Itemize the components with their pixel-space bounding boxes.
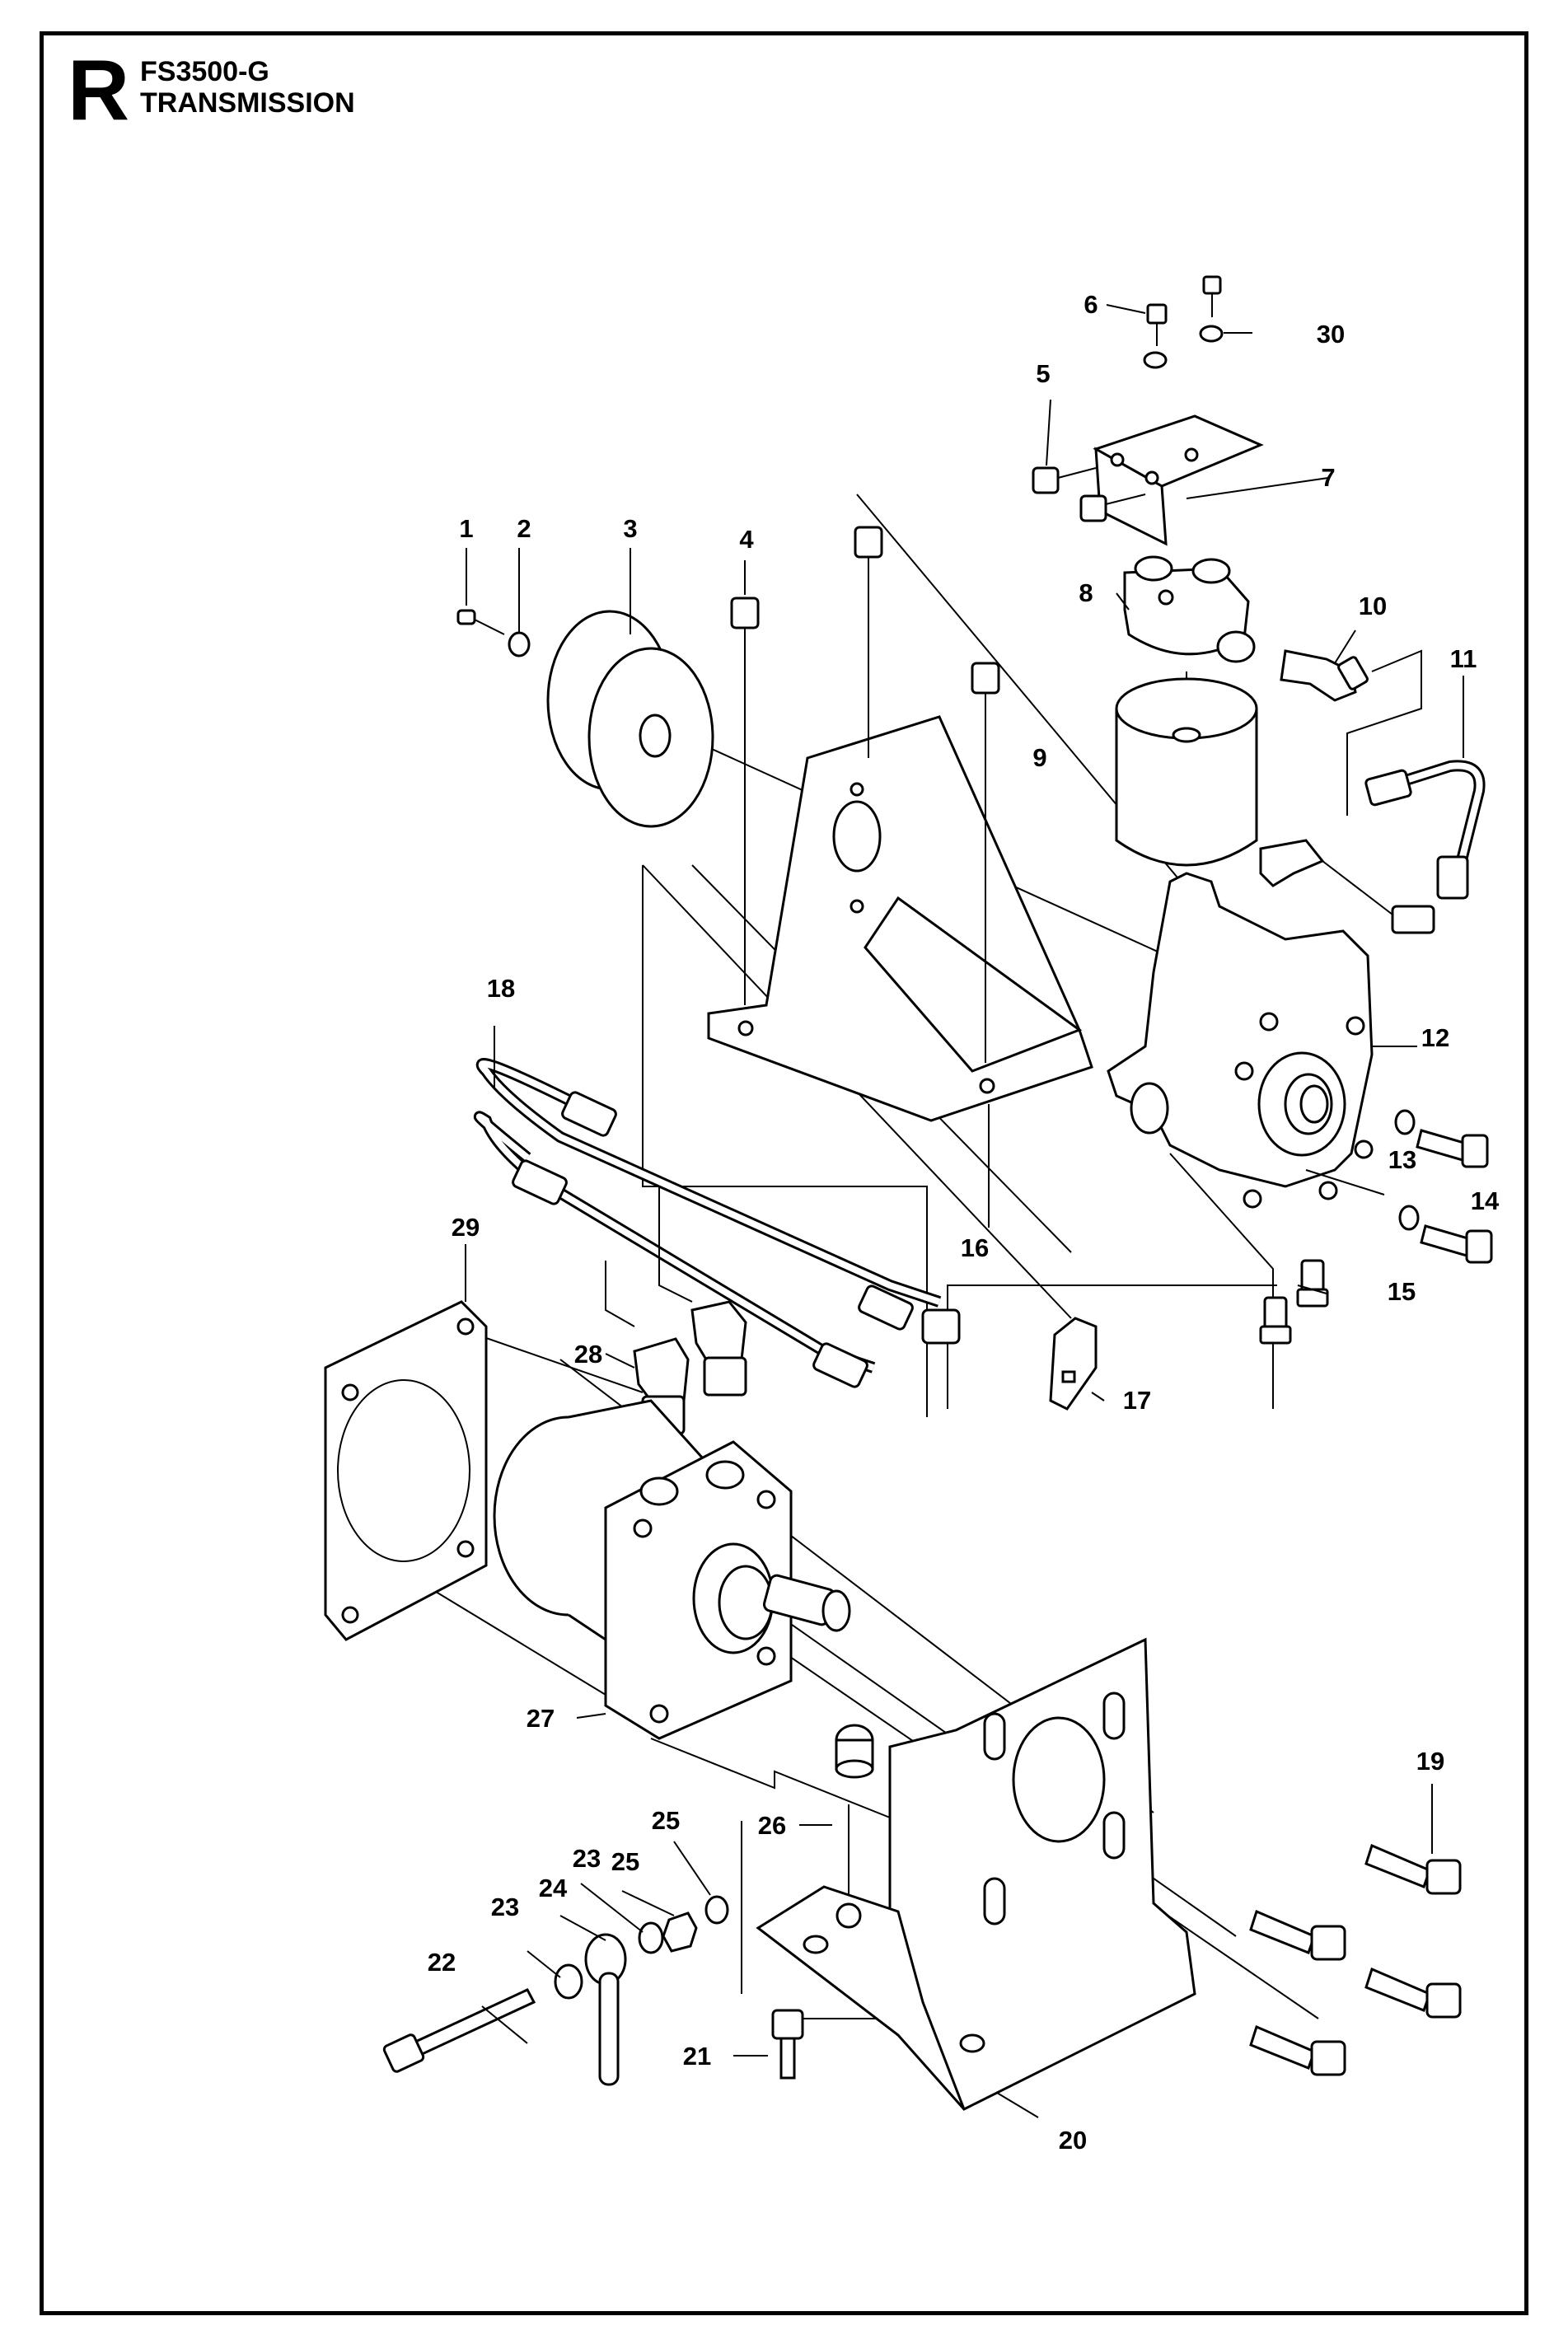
- pump-washer: [1398, 1205, 1420, 1231]
- motor-bolt: [1249, 2024, 1346, 2076]
- pump-elbow-fitting: [1259, 839, 1393, 915]
- callout-19: 19: [1416, 1747, 1444, 1776]
- pulley-washer: [508, 631, 531, 657]
- callout-10: 10: [1359, 592, 1387, 620]
- hose-lead: [605, 1261, 635, 1327]
- callout-15: 15: [1388, 1277, 1416, 1306]
- diagram-title: TRANSMISSION: [140, 87, 355, 119]
- bracket-screw: [1202, 275, 1222, 317]
- callout-13: 13: [1388, 1145, 1416, 1174]
- callout-18: 18: [487, 974, 515, 1003]
- elbow-fitting: [1280, 649, 1369, 702]
- hose-clip: [1049, 1317, 1098, 1411]
- callout-1: 1: [459, 514, 473, 543]
- washer: [1199, 325, 1224, 343]
- linkage-nut: [662, 1911, 698, 1953]
- hydraulic-hoses: [473, 1058, 961, 1388]
- motor-mount-bracket: [756, 1637, 1196, 2111]
- pump-mounting-bracket: [707, 715, 1093, 1122]
- bracket-side-bolt: [1032, 466, 1097, 494]
- callout-5: 5: [1036, 359, 1050, 388]
- motor-bolt: [1364, 1967, 1462, 2019]
- callout-23: 23: [573, 1844, 601, 1873]
- callout-20: 20: [1059, 2126, 1087, 2155]
- hydraulic-pump: [1107, 872, 1374, 1209]
- motor-gasket: [324, 1300, 488, 1641]
- mount-bolt: [771, 2009, 804, 2080]
- callout-6: 6: [1084, 290, 1098, 319]
- oil-filter: [1115, 677, 1258, 867]
- bracket-screw: [1146, 303, 1168, 346]
- callout-14: 14: [1471, 1186, 1500, 1215]
- pulley-bolt: [456, 609, 505, 635]
- callout-24: 24: [539, 1874, 568, 1902]
- pump-bolt: [1420, 1224, 1493, 1264]
- model-name: FS3500-G: [140, 56, 269, 87]
- filter-bracket: [1093, 414, 1264, 546]
- callout-16: 16: [961, 1233, 989, 1262]
- filter-head: [1123, 555, 1256, 663]
- bracket-pin: [835, 1724, 874, 1779]
- callout-labels: 1 2 3 4 5 6 7 8 9 10 11 12 13 14 15 16 1…: [428, 290, 1500, 2155]
- callout-3: 3: [623, 514, 637, 543]
- linkage-washer: [554, 1963, 583, 2000]
- bracket-bolt: [730, 597, 760, 1005]
- straight-fitting: [1296, 1259, 1329, 1308]
- callout-25: 25: [652, 1806, 680, 1835]
- bracket-bolt: [971, 662, 1000, 1063]
- callout-26: 26: [758, 1811, 786, 1840]
- hose-lead: [658, 1186, 693, 1303]
- hydraulic-motor: [493, 1399, 851, 1740]
- washer: [1143, 351, 1168, 369]
- callout-28: 28: [574, 1340, 602, 1369]
- bracket-side-bolt: [1079, 494, 1146, 522]
- callout-7: 7: [1321, 463, 1335, 492]
- callout-22: 22: [428, 1948, 456, 1977]
- motor-elbow-fitting: [690, 1300, 747, 1397]
- pulley: [546, 610, 714, 828]
- straight-fitting: [1259, 1296, 1292, 1345]
- callout-4: 4: [739, 525, 754, 554]
- callout-12: 12: [1421, 1023, 1449, 1052]
- bracket-bolt: [854, 526, 883, 758]
- motor-bolt: [1249, 1909, 1346, 1961]
- callout-30: 30: [1317, 320, 1345, 349]
- callout-25: 25: [611, 1847, 639, 1876]
- callout-17: 17: [1123, 1386, 1151, 1415]
- diagram-frame: [40, 31, 1528, 2315]
- callout-8: 8: [1079, 578, 1093, 607]
- pump-washer: [1394, 1109, 1416, 1135]
- linkage-bolt: [382, 1988, 536, 2073]
- callout-29: 29: [452, 1213, 480, 1242]
- callout-21: 21: [683, 2042, 711, 2071]
- callout-27: 27: [527, 1704, 555, 1733]
- filter-hose: [1364, 760, 1486, 934]
- callout-9: 9: [1032, 743, 1046, 772]
- callout-leaders: [465, 304, 1464, 2118]
- section-letter: R: [68, 43, 130, 138]
- callout-11: 11: [1450, 644, 1477, 673]
- callout-23: 23: [491, 1893, 519, 1921]
- linkage-arm: [584, 1933, 627, 2086]
- callout-2: 2: [517, 514, 531, 543]
- motor-bolt: [1364, 1843, 1462, 1895]
- pump-bolt: [1416, 1129, 1489, 1168]
- linkage-washer: [638, 1921, 664, 1954]
- linkage-nut: [704, 1895, 729, 1925]
- hose-bracket-lead: [1346, 649, 1422, 816]
